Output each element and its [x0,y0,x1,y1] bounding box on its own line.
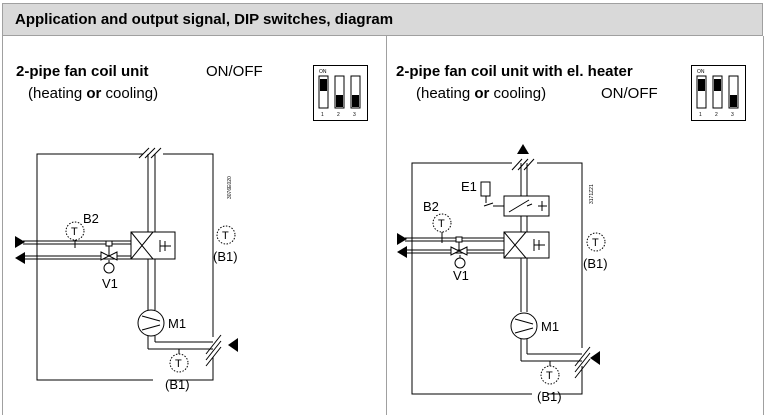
dip-switch-3 [350,75,361,109]
svg-text:T: T [438,218,445,230]
fan-motor-m1 [510,312,538,340]
label-b2: B2 [423,199,439,214]
valve-v1-icon [100,240,118,274]
sensor-b1-icon [586,232,606,252]
coil-symbol [130,231,176,260]
right-title: 2-pipe fan coil unit with el. heater [396,63,633,80]
supply-arrow-icon [15,236,25,248]
label-b1-top: (B1) [213,249,238,264]
svg-text:T: T [222,230,229,242]
right-mode: ON/OFF [601,85,658,102]
dip-switch-block: ON 1 2 3 [313,65,368,121]
diagram-id: 3171Z21 [589,184,595,204]
svg-text:T: T [546,370,553,382]
label-b1-bottom: (B1) [165,377,190,392]
sensor-b2-icon [65,221,85,241]
airflow-arrow-icon [228,338,238,352]
sensor-b1-icon [216,225,236,245]
left-title: 2-pipe fan coil unit [16,63,149,80]
svg-text:T: T [175,358,182,370]
label-v1: V1 [453,268,469,283]
label-b1-bottom: (B1) [537,389,562,404]
dip-num-3: 3 [353,112,356,118]
label-m1: M1 [541,319,559,334]
label-e1: E1 [461,179,477,194]
panel-2-pipe-fan-coil-el-heater: 2-pipe fan coil unit with el. heater (he… [386,36,764,415]
return-arrow-icon [397,246,407,258]
dip-num-2: 2 [715,112,718,118]
sensor-b1-bottom-icon [540,365,560,385]
electric-heater-e1 [503,195,550,217]
airflow-out-arrow-icon [517,144,529,154]
fan-motor-m1 [137,309,165,337]
dip-on-label: ON [697,69,705,75]
left-schematic: M1 T B2 V1 T (B1) [15,147,238,392]
return-arrow-icon [15,252,25,264]
dip-switch-block: ON 1 2 3 [691,65,746,121]
dip-on-label: ON [319,69,327,75]
supply-arrow-icon [397,233,407,245]
label-m1: M1 [168,316,186,331]
sensor-b2-icon [432,213,452,233]
dip-num-1: 1 [699,112,702,118]
dip-switch-2 [712,75,723,109]
valve-v1-icon [450,236,468,269]
panel-2-pipe-fan-coil: 2-pipe fan coil unit ON/OFF (heating or … [2,36,386,415]
diagram-id: 3076E020 [227,176,233,199]
section-title: Application and output signal, DIP switc… [15,11,394,28]
label-b2: B2 [83,211,99,226]
airflow-arrow-icon [590,351,600,365]
coil-symbol [503,231,550,259]
label-b1-top: (B1) [583,256,608,271]
dip-switch-2 [334,75,345,109]
dip-switch-1 [696,75,707,109]
label-v1: V1 [102,276,118,291]
sensor-b1-bottom-icon [169,353,189,373]
left-mode: ON/OFF [206,63,263,80]
left-subtitle: (heating or cooling) [28,85,159,102]
heater-switch-icon [480,181,504,207]
svg-text:T: T [71,226,78,238]
dip-num-3: 3 [731,112,734,118]
right-subtitle: (heating or cooling) [416,85,547,102]
svg-text:T: T [592,237,599,249]
dip-switch-1 [318,75,329,109]
right-schematic: E1 M1 [397,144,608,404]
dip-switch-3 [728,75,739,109]
dip-num-2: 2 [337,112,340,118]
dip-num-1: 1 [321,112,324,118]
section-header: Application and output signal, DIP switc… [2,3,763,36]
